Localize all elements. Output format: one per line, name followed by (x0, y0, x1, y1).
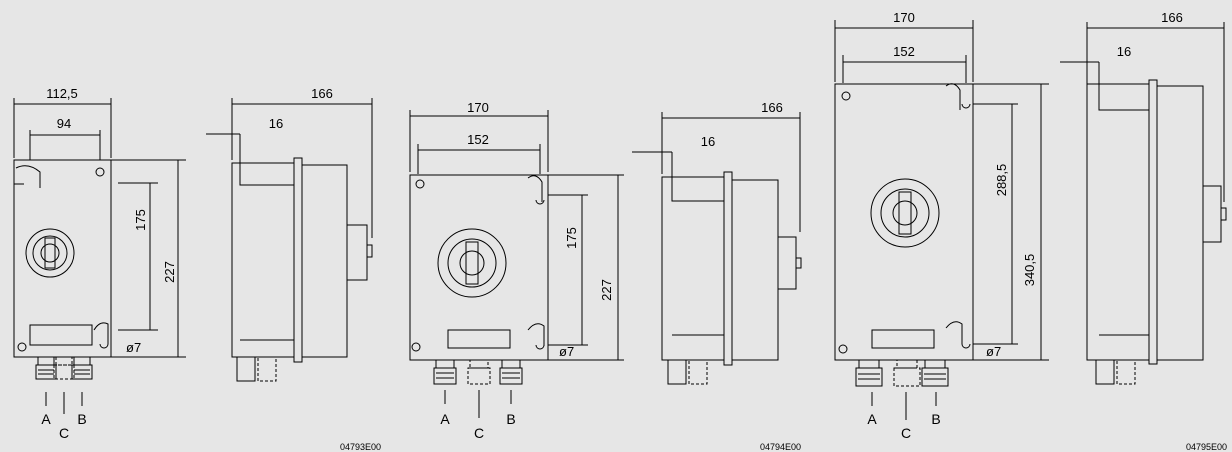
hole-spacing-x-label-2: 152 (467, 132, 489, 147)
cable-gland-a-2 (433, 359, 457, 385)
front-width-label-3: 170 (893, 10, 915, 25)
gland-b-label-1: B (77, 411, 86, 427)
side-flange-label-2: 16 (701, 134, 715, 149)
gland-a-label-1: A (41, 411, 51, 427)
gland-c-label-2: C (474, 425, 484, 441)
drawing-3 (834, 20, 1227, 420)
drawing-code-3: 04795E00 (1186, 442, 1227, 452)
cable-gland-b-3 (921, 359, 949, 387)
front-view-3 (834, 83, 974, 420)
gland-c-label-1: C (59, 425, 69, 441)
drawing-1 (13, 98, 373, 414)
height-label-2: 227 (599, 279, 614, 301)
hole-diameter-label-3: ø7 (986, 344, 1001, 359)
cable-gland-c-3 (893, 359, 921, 387)
front-view-1 (13, 159, 112, 414)
cable-gland-a-3 (855, 359, 883, 387)
side-view-2 (632, 112, 802, 385)
side-flange-label-3: 16 (1117, 44, 1131, 59)
hole-spacing-x-label-1: 94 (57, 116, 71, 131)
cable-gland-b-1 (71, 356, 93, 380)
hole-diameter-label-2: ø7 (559, 344, 574, 359)
height-label-1: 227 (162, 261, 177, 283)
gland-b-label-2: B (506, 411, 515, 427)
side-view-1 (206, 98, 373, 382)
front-width-label-2: 170 (467, 100, 489, 115)
hole-spacing-x-label-3: 152 (893, 44, 915, 59)
side-depth-label-3: 166 (1161, 10, 1183, 25)
hole-spacing-y-label-1: 175 (133, 209, 148, 231)
dimensions-front-2 (409, 110, 624, 361)
height-label-3: 340,5 (1022, 254, 1037, 287)
gland-b-label-3: B (931, 411, 940, 427)
cable-gland-b-2 (499, 359, 523, 385)
front-view-2 (409, 174, 549, 418)
cable-gland-c-1 (53, 356, 75, 380)
gland-a-label-2: A (440, 411, 450, 427)
dimensions-front-1 (13, 98, 186, 358)
gland-a-label-3: A (867, 411, 877, 427)
gland-c-label-3: C (901, 425, 911, 441)
drawing-code-1: 04793E00 (340, 442, 381, 452)
hole-spacing-y-label-2: 175 (564, 227, 579, 249)
cable-gland-c-2 (467, 359, 491, 385)
front-width-label-1: 112,5 (46, 86, 78, 101)
drawing-code-2: 04794E00 (760, 442, 801, 452)
hole-spacing-y-label-3: 288,5 (994, 164, 1009, 197)
side-depth-label-2: 166 (761, 100, 783, 115)
cable-gland-a-1 (35, 356, 57, 380)
drawing-2 (409, 110, 802, 418)
side-flange-label-1: 16 (269, 116, 283, 131)
side-depth-label-1: 166 (311, 86, 333, 101)
side-view-3 (1060, 22, 1227, 385)
dimensions-front-3 (834, 20, 1049, 361)
hole-diameter-label-1: ø7 (126, 340, 141, 355)
